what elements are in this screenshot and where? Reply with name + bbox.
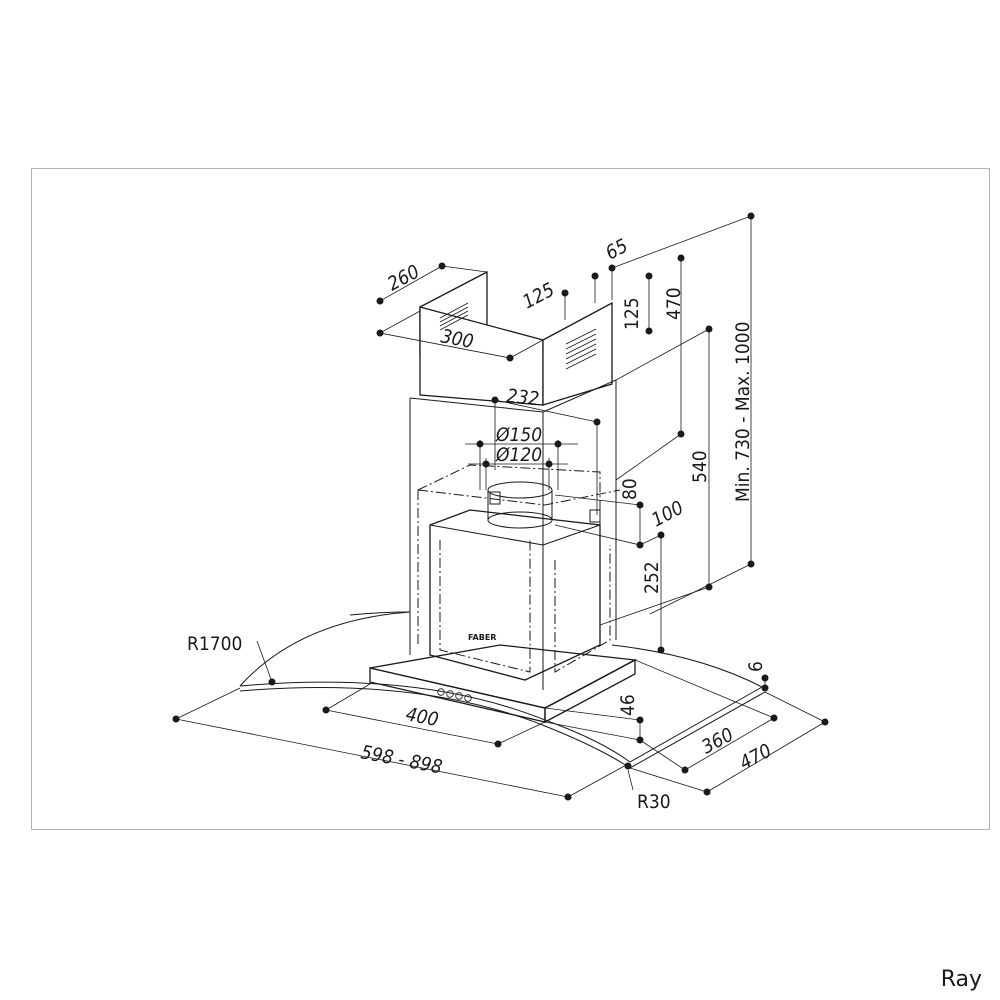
lower-chimney: FABER — [409, 379, 617, 690]
glass-canopy — [239, 611, 766, 769]
brand-label: FABER — [468, 633, 496, 642]
upper-chimney — [419, 270, 613, 406]
dimension-endpoints — [172, 212, 829, 801]
dim-base-depth: 360 — [698, 724, 737, 759]
dim-top-offset-b: 65 — [602, 235, 632, 265]
dimension-lines — [175, 215, 826, 798]
dim-base-height: 46 — [617, 694, 639, 716]
dim-top-height: 125 — [621, 297, 643, 330]
dim-chimney-range: Min. 730 - Max. 1000 — [732, 321, 754, 502]
model-name: Ray — [940, 967, 982, 992]
dim-base-width: 400 — [404, 703, 440, 731]
dim-total-depth: 470 — [736, 740, 775, 775]
dim-top-offset-a: 125 — [519, 279, 558, 314]
dim-total-width: 598 - 898 — [359, 741, 444, 778]
dim-box-height: 252 — [641, 561, 663, 594]
dim-outlet-back: 100 — [648, 497, 687, 532]
label-glass-radius: R1700 — [187, 633, 242, 655]
label-corner-radius: R30 — [637, 791, 671, 813]
dim-outlet-d150: Ø150 — [495, 424, 542, 446]
dim-chimney-depth: 260 — [384, 261, 423, 296]
dim-motor-height: 540 — [689, 450, 711, 483]
dim-outlet-height: 80 — [619, 478, 641, 500]
dim-outlet-d120: Ø120 — [495, 444, 542, 466]
dim-glass-thickness: 6 — [745, 661, 767, 672]
outlet-pipe — [487, 481, 601, 529]
dim-upper-height: 470 — [663, 287, 685, 320]
drawing-frame — [31, 168, 990, 830]
hidden-outlines — [417, 464, 621, 673]
dim-outlet-offset: 232 — [505, 385, 540, 410]
